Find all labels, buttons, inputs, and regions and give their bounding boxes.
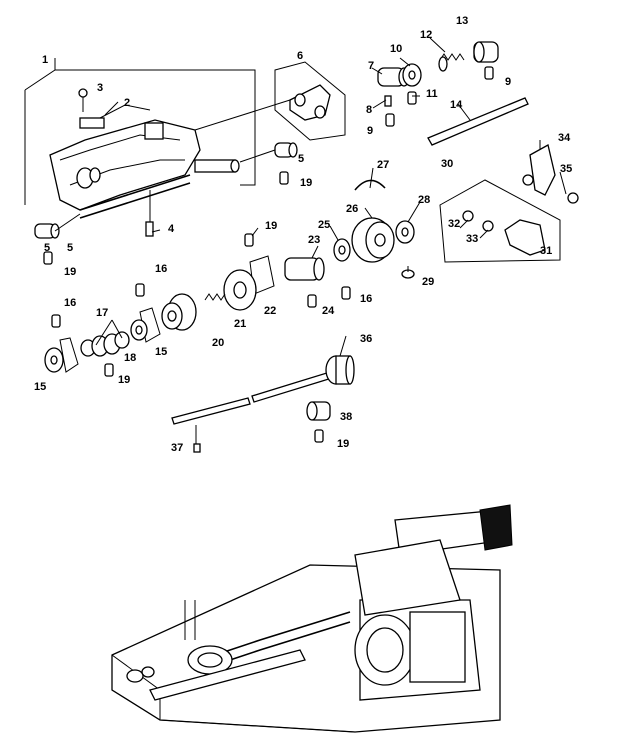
label-5-a: 5 bbox=[44, 242, 50, 254]
label-8: 8 bbox=[366, 104, 372, 116]
part-34 bbox=[522, 144, 556, 196]
label-23: 23 bbox=[308, 234, 320, 246]
label-15-b: 15 bbox=[34, 381, 46, 393]
leader-lines bbox=[95, 37, 567, 357]
label-7: 7 bbox=[368, 60, 374, 72]
label-4: 4 bbox=[168, 223, 175, 235]
screw-19-d bbox=[104, 363, 114, 377]
label-34: 34 bbox=[558, 132, 571, 144]
label-37: 37 bbox=[171, 442, 183, 454]
label-22: 22 bbox=[264, 305, 276, 317]
label-13: 13 bbox=[456, 15, 468, 27]
bushing-5-left bbox=[34, 213, 81, 239]
label-36: 36 bbox=[360, 333, 372, 345]
label-16-c: 16 bbox=[64, 297, 76, 309]
label-16-b: 16 bbox=[155, 263, 167, 275]
bushing-13 bbox=[473, 41, 499, 63]
gear-22 bbox=[223, 255, 275, 311]
label-24: 24 bbox=[322, 305, 335, 317]
screw-4 bbox=[145, 221, 154, 237]
label-27: 27 bbox=[377, 159, 389, 171]
screw-11 bbox=[407, 91, 417, 105]
collar-15-b bbox=[44, 337, 79, 373]
label-19-a: 19 bbox=[64, 266, 76, 278]
label-28: 28 bbox=[418, 194, 430, 206]
label-14: 14 bbox=[450, 99, 463, 111]
label-19-c: 19 bbox=[265, 220, 277, 232]
label-31: 31 bbox=[540, 245, 552, 257]
label-9-b: 9 bbox=[505, 76, 511, 88]
clip-27 bbox=[354, 179, 386, 191]
label-1: 1 bbox=[42, 54, 48, 66]
screw-9-a bbox=[385, 113, 395, 127]
gear-20 bbox=[161, 293, 197, 331]
label-20: 20 bbox=[212, 337, 224, 349]
part-number-labels: 1 2 3 4 5 5 6 5 19 19 7 8 9 10 11 12 13 … bbox=[34, 15, 572, 454]
screw-37 bbox=[193, 443, 201, 453]
screw-9-b bbox=[484, 66, 494, 80]
label-17: 17 bbox=[96, 307, 108, 319]
main-shaft bbox=[171, 355, 355, 445]
spring-21 bbox=[204, 293, 226, 301]
screw-19-a bbox=[43, 251, 53, 265]
label-18: 18 bbox=[124, 352, 136, 364]
label-35: 35 bbox=[560, 163, 572, 175]
label-26: 26 bbox=[346, 203, 358, 215]
screw-29 bbox=[401, 266, 415, 279]
group-30-frame bbox=[439, 179, 561, 263]
screw-3 bbox=[78, 88, 88, 112]
screw-16-c bbox=[51, 314, 61, 328]
machine-base-illustration bbox=[111, 504, 513, 733]
label-29: 29 bbox=[422, 276, 434, 288]
label-3: 3 bbox=[97, 82, 103, 94]
bushing-38 bbox=[306, 401, 331, 421]
label-19-b: 19 bbox=[300, 177, 312, 189]
pulley-26 bbox=[351, 217, 395, 263]
label-33: 33 bbox=[466, 233, 478, 245]
label-32: 32 bbox=[448, 218, 460, 230]
label-9-a: 9 bbox=[367, 125, 373, 137]
label-19-e: 19 bbox=[337, 438, 349, 450]
collar-10 bbox=[402, 63, 422, 87]
looper-frame-assembly bbox=[49, 104, 240, 230]
screw-35 bbox=[567, 192, 579, 204]
screw-19-b bbox=[279, 171, 289, 185]
screw-24 bbox=[307, 294, 317, 308]
group-1-frame bbox=[24, 58, 256, 205]
label-16-a: 16 bbox=[360, 293, 372, 305]
label-11: 11 bbox=[426, 88, 438, 100]
group-6-frame bbox=[194, 61, 346, 141]
label-21: 21 bbox=[234, 318, 246, 330]
collar-25 bbox=[333, 238, 351, 262]
sleeve-23 bbox=[284, 257, 325, 281]
screw-16-b bbox=[135, 283, 145, 297]
label-5-b: 5 bbox=[298, 153, 304, 165]
label-30: 30 bbox=[441, 158, 453, 170]
label-25: 25 bbox=[318, 219, 330, 231]
collar-28 bbox=[395, 220, 415, 244]
screw-16-a bbox=[341, 286, 351, 300]
label-5-c: 5 bbox=[67, 242, 73, 254]
label-15-a: 15 bbox=[155, 346, 167, 358]
label-6: 6 bbox=[297, 50, 303, 62]
screw-8 bbox=[384, 95, 392, 107]
spring-12 bbox=[438, 53, 465, 72]
label-19-d: 19 bbox=[118, 374, 130, 386]
label-2: 2 bbox=[124, 97, 130, 109]
bushing-5-right bbox=[239, 142, 298, 163]
label-38: 38 bbox=[340, 411, 352, 423]
label-10: 10 bbox=[390, 43, 402, 55]
collar-15-a bbox=[130, 307, 161, 343]
bushing-18 bbox=[80, 331, 130, 357]
label-12: 12 bbox=[420, 29, 432, 41]
rod-14 bbox=[427, 97, 529, 146]
screw-19-c bbox=[244, 233, 254, 247]
screw-19-e bbox=[314, 429, 324, 443]
